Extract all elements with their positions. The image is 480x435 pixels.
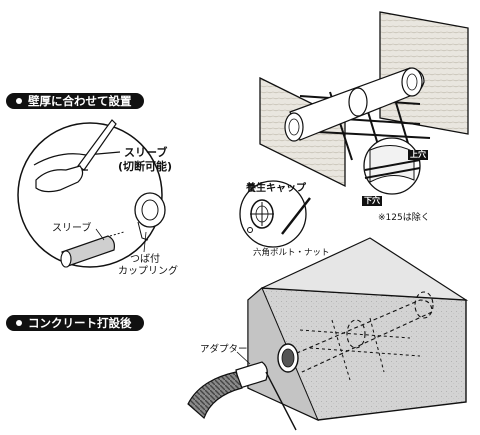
cap-title: 養生キャップ (246, 183, 306, 194)
exclusion-note: ※125は除く (378, 213, 430, 223)
cap-detail (239, 180, 311, 248)
concrete-diagram (187, 237, 469, 431)
step-band-1: 壁厚に合わせて設置 (6, 93, 144, 109)
sleeve-title: スリーブ (124, 146, 168, 159)
coupling-label-line1: つば付 (130, 254, 160, 265)
hex-bolt (281, 197, 311, 235)
callout-circle (17, 122, 163, 268)
wire-line (265, 371, 297, 431)
bolt-label: 六角ボルト・ナット (253, 248, 330, 258)
hand (35, 165, 84, 193)
coupling-ring (348, 87, 368, 117)
coupling-label-line2: カップリング (118, 266, 178, 277)
step-band-2: コンクリート打設後 (6, 315, 144, 331)
lower-hole-tag: 下穴 (362, 196, 382, 206)
sleeve-tube (61, 235, 115, 267)
sleeve-label: スリーブ (52, 223, 92, 234)
bullet-dot (16, 98, 22, 104)
sleeve-subtitle: (切断可能) (118, 160, 173, 173)
leader-lines (95, 228, 251, 365)
step1-label: 壁厚に合わせて設置 (28, 94, 132, 108)
adapter-label: アダプター (200, 344, 248, 355)
adapter (235, 361, 268, 389)
rear-form-panel (379, 11, 469, 135)
bullet-dot (16, 320, 22, 326)
cutting-callout (17, 119, 166, 268)
upper-hole-tag: 上穴 (408, 150, 428, 160)
step2-label: コンクリート打設後 (28, 316, 132, 330)
formwork-diagram (259, 11, 469, 195)
embedded-pipe (289, 299, 433, 373)
corrugated-hose (187, 371, 243, 420)
